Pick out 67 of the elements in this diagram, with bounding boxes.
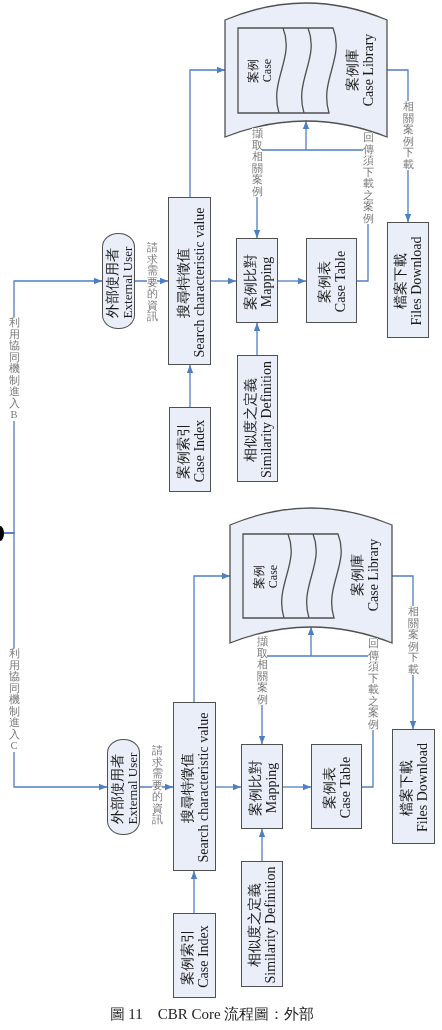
node-label: 案例比對 — [247, 759, 263, 816]
node-label: Case Library — [366, 538, 382, 612]
process-box — [173, 702, 216, 871]
arrow — [258, 828, 266, 862]
process-box — [237, 355, 278, 482]
process-box — [306, 238, 357, 323]
arrow — [307, 626, 315, 657]
node-label: 搜尋特徵值 — [179, 752, 196, 823]
edge-label: 擷取相關案例 — [256, 636, 268, 706]
node-label: External User — [119, 246, 134, 318]
edge-label: 請求需要的資訊 — [146, 242, 158, 323]
edge-label: 利用協同機制進入C — [8, 648, 20, 752]
node-label: 搜尋特徵值 — [174, 247, 191, 317]
arrow — [193, 572, 231, 703]
process-box — [311, 744, 362, 829]
node-label: 案例庫 — [350, 554, 366, 596]
node-label: 外部使用者 — [110, 753, 125, 823]
arrow — [210, 277, 237, 285]
node-label: 相似度之定義 — [242, 377, 259, 462]
process-box — [169, 407, 211, 492]
arrow — [189, 66, 226, 198]
node-label: 檔案下載 — [398, 759, 415, 816]
process-box — [236, 238, 278, 323]
node-label: 案例比對 — [242, 253, 258, 310]
node-label: Case Table — [337, 756, 354, 819]
node-label: 案例表 — [316, 260, 333, 303]
edge-label: 相關案例下載 — [407, 606, 419, 676]
process-box — [392, 729, 435, 844]
node-label: Search characteristic value — [190, 207, 207, 357]
node-label: 案例表 — [321, 766, 338, 809]
arrow — [282, 783, 312, 791]
node-label: Search characteristic value — [195, 712, 212, 863]
edge-label: 利用協同機制進入B — [8, 317, 20, 421]
node-label: External User — [124, 752, 139, 824]
terminal-shape — [102, 233, 135, 329]
arrow — [190, 870, 198, 914]
node-label: 外部使用者 — [105, 247, 120, 317]
figure-caption: 圖 11 CBR Core 流程圖：外部 — [109, 1005, 315, 1024]
node-label: 檔案下載 — [393, 253, 409, 309]
arrow — [253, 322, 261, 356]
node-label: Mapping — [263, 762, 279, 813]
process-box — [387, 222, 429, 338]
node-label: Files Download — [414, 742, 431, 833]
node-label: 案例索引 — [175, 422, 191, 479]
node-label: Case Table — [332, 250, 349, 313]
node-label: Case Index — [191, 419, 207, 482]
arrow — [277, 277, 307, 285]
edge-label: 相關案例下載 — [402, 101, 414, 171]
edge-label: 擷取相關案例 — [251, 128, 263, 198]
process-box — [173, 913, 216, 998]
arrow — [215, 783, 242, 791]
node-label: Similarity Definition — [258, 361, 275, 479]
terminal-shape — [107, 739, 140, 835]
process-box — [241, 744, 283, 829]
process-box — [241, 861, 283, 987]
process-box — [168, 197, 211, 365]
node-label: 相似度之定義 — [247, 883, 263, 967]
node-label: Files Download — [409, 236, 425, 326]
arrow — [186, 364, 194, 408]
node-label: 案例庫 — [345, 49, 361, 91]
edge-label: 回傳須下載之案例 — [367, 638, 379, 731]
node-label: Mapping — [258, 256, 274, 307]
node-label: 案例索引 — [179, 928, 196, 985]
edge-label: 請求需要的資訊 — [151, 745, 163, 826]
node-label: Case Index — [195, 925, 212, 988]
node-label: Similarity Definition — [263, 866, 279, 984]
node-label: Case Library — [361, 33, 377, 107]
